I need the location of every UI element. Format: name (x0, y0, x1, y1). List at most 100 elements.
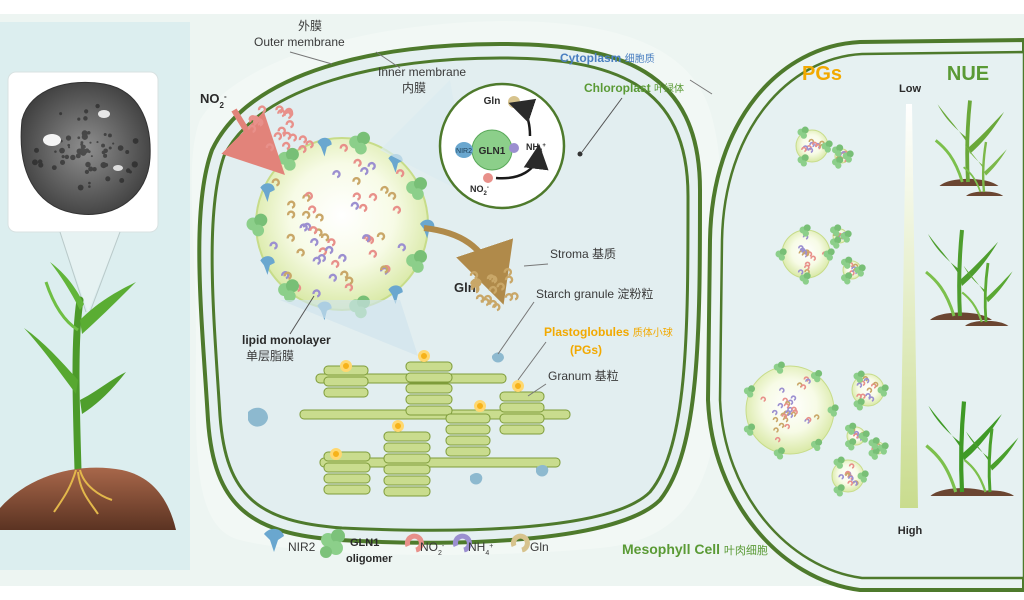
gln1-oligomer-icon (349, 131, 370, 155)
gln1-oligomer-icon (799, 224, 811, 237)
small-plastoglobule (392, 420, 404, 432)
molecule-icon (312, 289, 321, 298)
molecule-icon (804, 261, 811, 268)
molecule-icon (397, 243, 407, 252)
plant-icon (963, 428, 1019, 496)
granum-stack (499, 391, 545, 435)
starch-granule-icon (248, 407, 268, 427)
molecule-icon (863, 377, 870, 384)
molecule-icon (504, 293, 514, 302)
molecule-icon (805, 378, 811, 385)
small-plastoglobule (418, 350, 430, 362)
stroma-lamella (319, 457, 561, 468)
molecule-icon (365, 236, 375, 245)
molecule-icon (360, 167, 369, 176)
starch-granule-label: Starch granule 淀粉粒 (536, 286, 653, 301)
molecule-icon (813, 414, 820, 420)
granum-label: Granum 基粒 (548, 368, 619, 383)
gln1-oligomer-icon (823, 248, 835, 261)
molecule-icon (856, 393, 862, 400)
gln1-oligomer-icon (841, 256, 853, 269)
molecule-icon (298, 135, 308, 144)
molecule-icon (760, 396, 766, 403)
stroma-label: Stroma 基质 (550, 247, 616, 261)
molecule-icon (338, 253, 347, 263)
molecule-icon (340, 270, 349, 279)
molecule-icon (503, 267, 512, 277)
molecule-icon (872, 381, 879, 388)
molecule-icon (302, 210, 311, 220)
gln1-oligomer-icon (830, 236, 842, 249)
starch-granules (248, 352, 549, 485)
gln-output: Gln (423, 225, 519, 312)
gln1-oligomer-icon (842, 150, 854, 163)
molecule-icon (302, 193, 311, 203)
molecule-icon (396, 169, 405, 178)
molecule-icon (273, 132, 283, 141)
molecule-icon (778, 422, 785, 429)
molecule-icon (296, 248, 305, 257)
molecule-icon (488, 285, 498, 295)
gln-output-arrow (423, 225, 514, 305)
molecule-icon (797, 269, 804, 275)
molecule-icon (271, 178, 280, 187)
nir2-icon (260, 256, 275, 275)
legend-gln-icon (510, 533, 530, 553)
molecule-icon (801, 146, 807, 153)
granum-stack (445, 413, 491, 457)
molecule-icon (320, 233, 330, 242)
molecule-icon (332, 170, 341, 179)
molecule-icon (801, 249, 807, 255)
molecule-icon (380, 185, 389, 195)
molecule-icon (315, 213, 324, 222)
molecule-icon (344, 283, 354, 292)
gln1-oligomer-icon (833, 484, 845, 497)
gln1-oligomer-icon (853, 370, 865, 383)
no2-entry-arrow (221, 108, 285, 175)
gln1-oligomer-icon (853, 398, 865, 411)
gln1-oligomer-icon (773, 361, 785, 374)
gln1-oligomer-icon (743, 423, 756, 436)
plastoglobule-cluster (868, 437, 889, 460)
plastoglobule-cluster (830, 224, 852, 249)
plastoglobule-cluster (851, 370, 889, 411)
molecule-icon (848, 475, 854, 482)
small-plastoglobule (330, 448, 342, 460)
legend-nir2-icon (264, 528, 284, 552)
gln1-oligomer-icon (868, 437, 880, 450)
molecule-icon (806, 251, 813, 257)
molecule-icon (392, 205, 402, 215)
small-plastoglobule (474, 400, 486, 412)
gln1-oligomer-icon (832, 156, 844, 169)
molecule-icon (359, 203, 368, 213)
granum-stack (383, 431, 431, 497)
molecule-icon (803, 376, 810, 382)
molecule-icon (486, 274, 496, 283)
pgs-column-title: PGs (802, 63, 842, 85)
molecule-icon (784, 423, 790, 430)
gln1-oligomer-icon (830, 224, 842, 237)
molecule-icon (868, 396, 875, 402)
molecule-icon (368, 249, 378, 259)
molecule-icon (283, 271, 292, 280)
granum-stack (323, 365, 369, 398)
molecule-icon (287, 200, 296, 209)
gln1-oligomer-icon (858, 430, 870, 443)
legend-no2-label: NO2- (420, 540, 445, 557)
nue-column-title: NUE (947, 63, 989, 85)
molecule-icon (304, 191, 313, 201)
molecule-icon (328, 273, 338, 282)
molecule-icon (286, 210, 296, 219)
molecule-icon (844, 470, 851, 477)
molecule-icon (345, 276, 354, 285)
plastoglobule-cluster (832, 144, 854, 169)
no2-molecule-icon (483, 173, 493, 183)
molecule-icon (811, 141, 818, 148)
molecule-icon (376, 232, 386, 241)
scale-high-label: High (898, 525, 923, 537)
molecule-icon (299, 223, 308, 232)
legend-nh4-icon (452, 533, 472, 553)
molecule-icon (838, 474, 844, 480)
inset-gln-label: Gln (484, 96, 501, 107)
no2-entry: NO2- (200, 91, 314, 175)
